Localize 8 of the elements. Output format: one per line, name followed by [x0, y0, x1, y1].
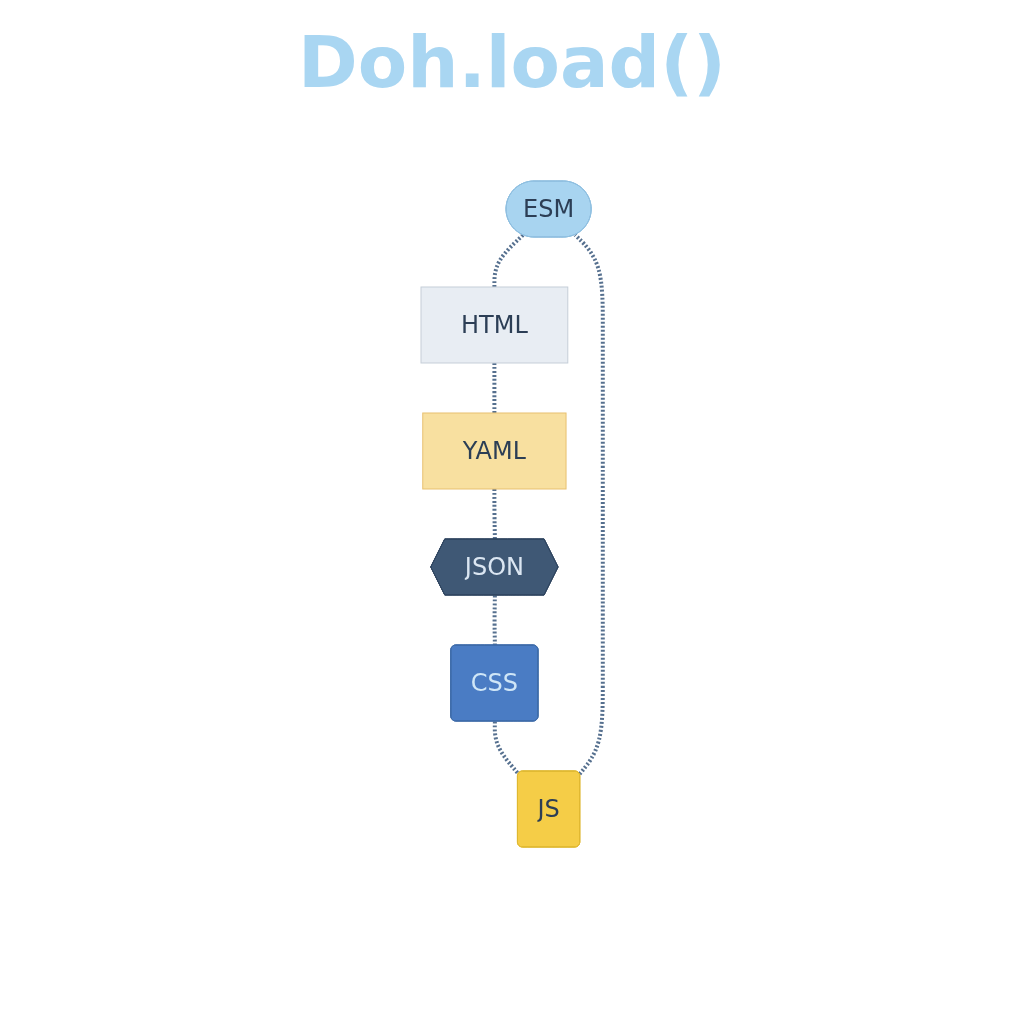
connector — [573, 233, 605, 776]
title: Doh.load() — [297, 20, 727, 104]
connector — [492, 363, 497, 413]
connector — [492, 721, 521, 776]
connector — [492, 233, 525, 287]
node-box: HTML — [420, 286, 569, 364]
connector — [492, 489, 497, 540]
node-box: YAML — [422, 412, 567, 490]
